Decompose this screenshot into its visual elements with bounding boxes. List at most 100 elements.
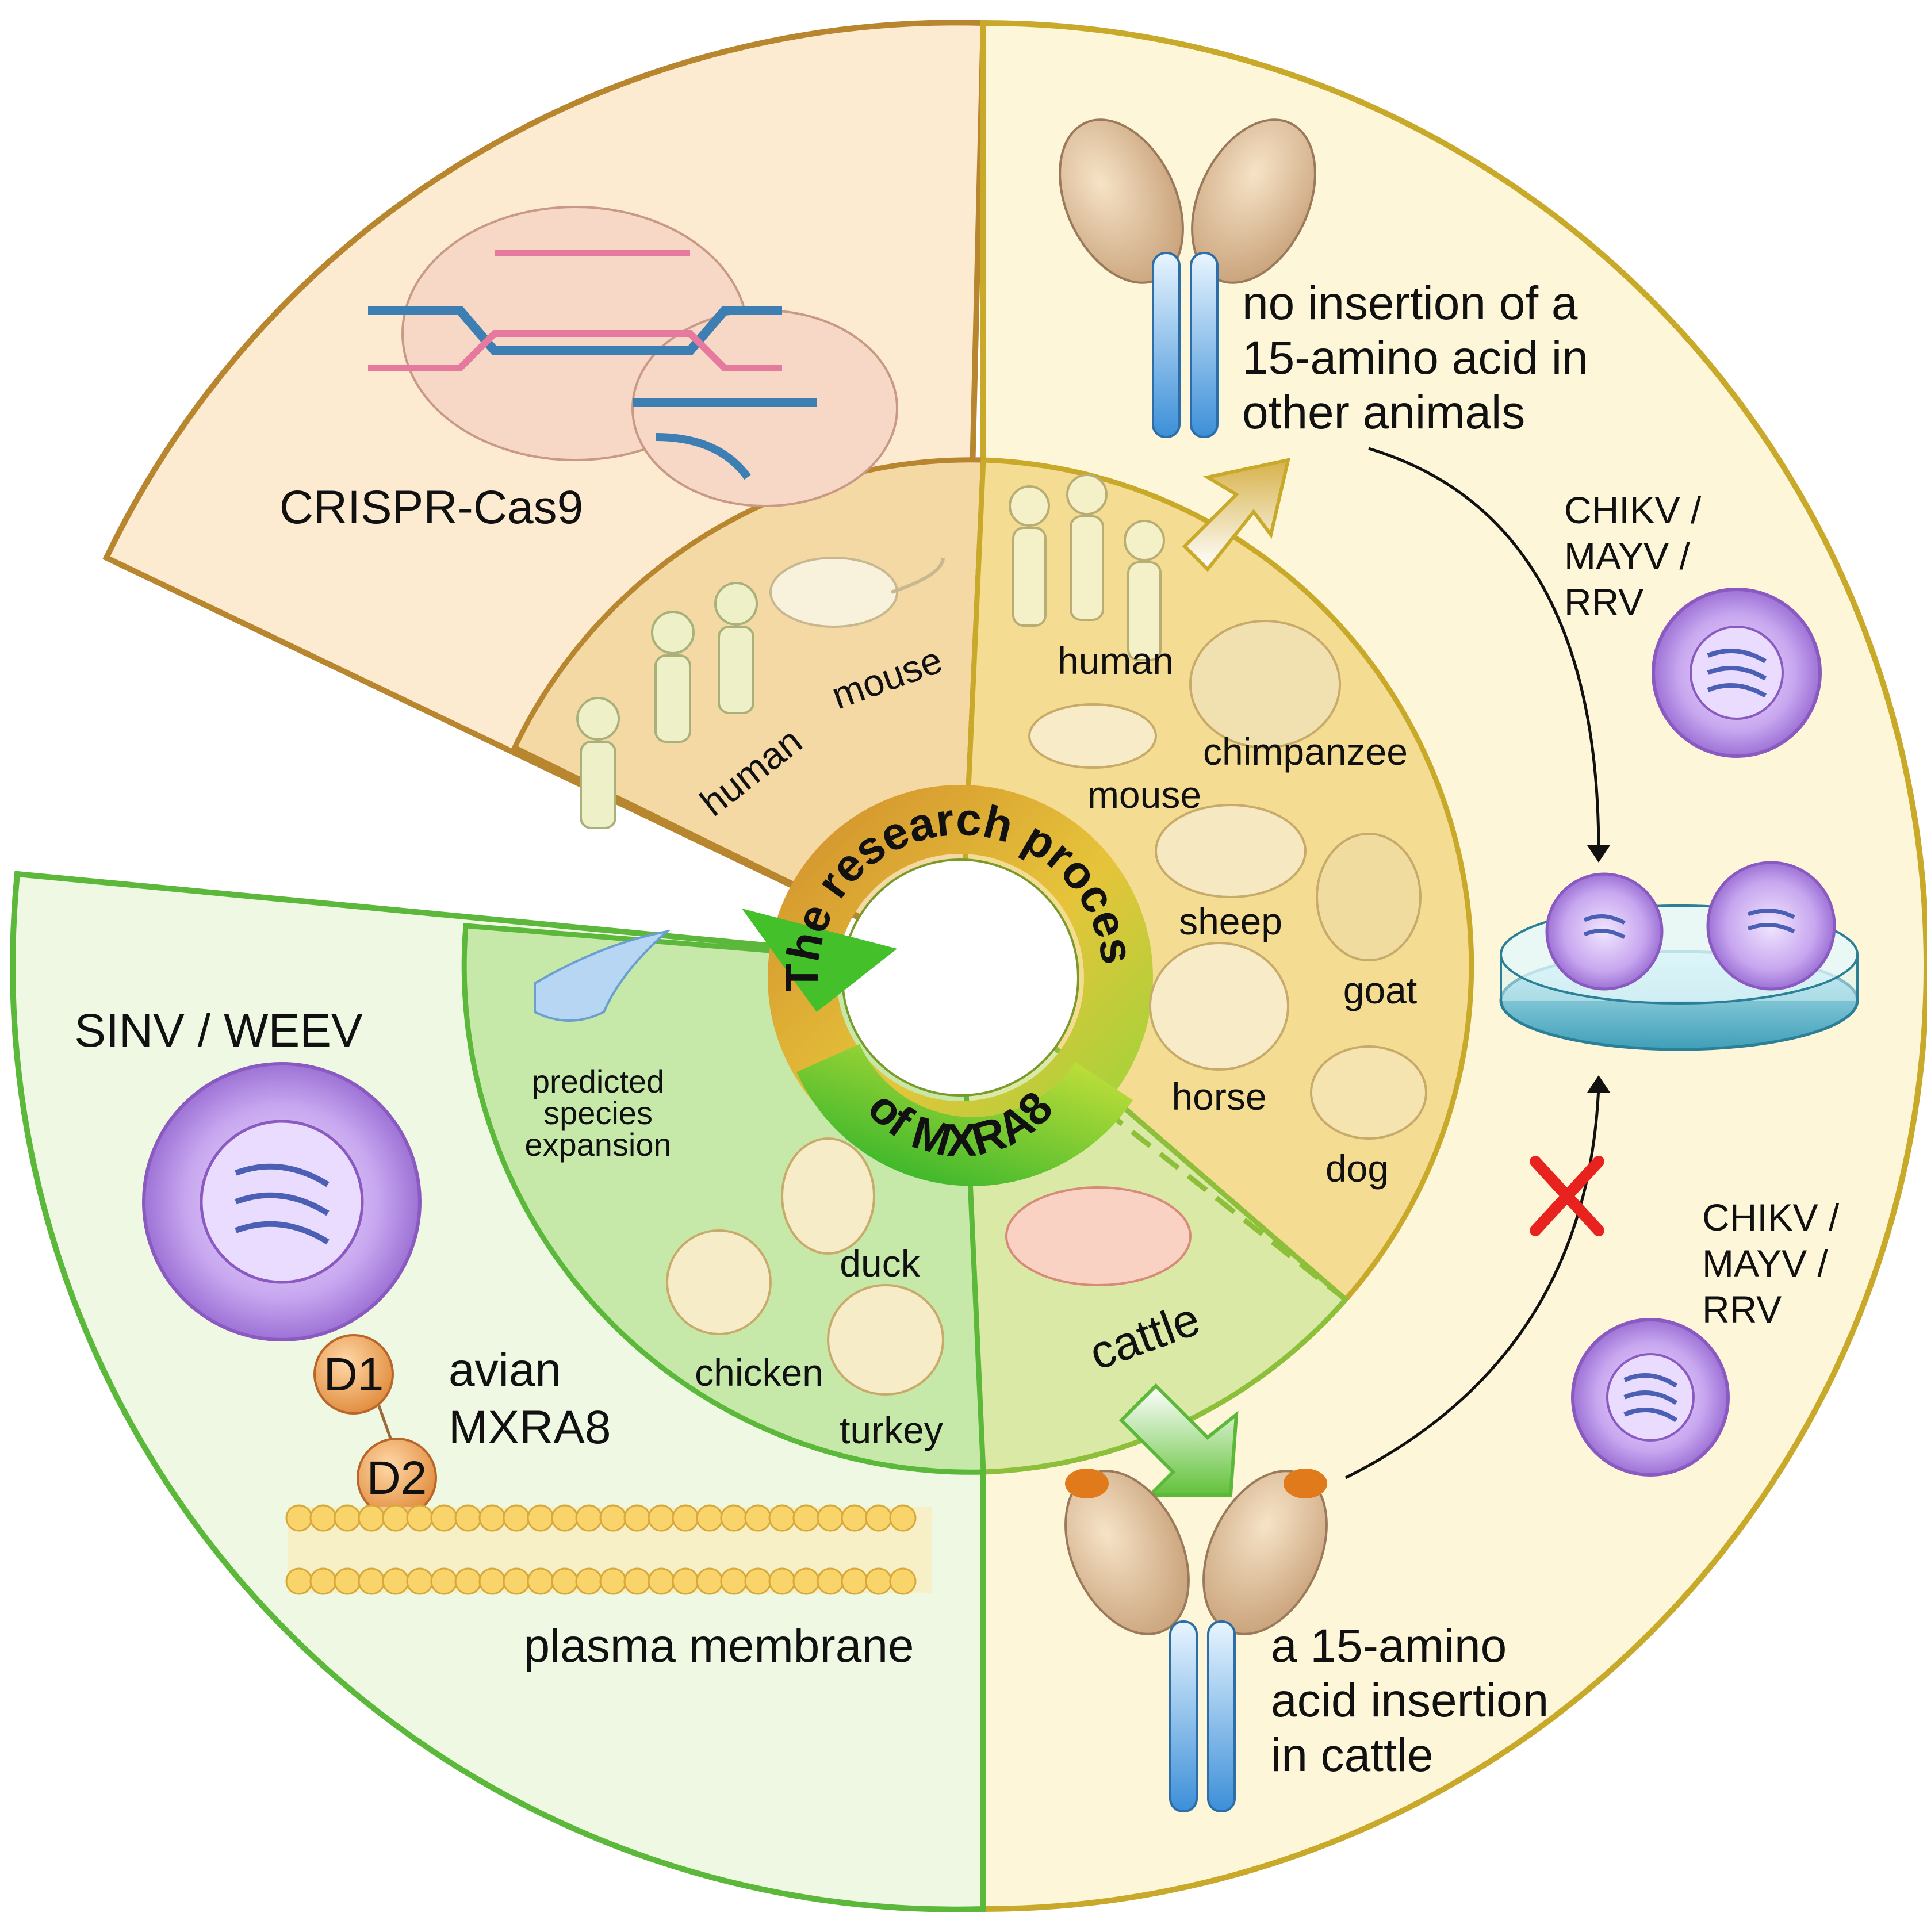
mouse-icon-right (1028, 703, 1157, 769)
turkey-label: turkey (840, 1409, 943, 1451)
avian-label-line1: avian (449, 1344, 561, 1396)
lipid-head-bottom (309, 1567, 337, 1595)
no-insertion-line1: no insertion of a (1242, 277, 1578, 329)
virus-label-bottom-line1: CHIKV / (1702, 1196, 1840, 1239)
lipid-head-top (623, 1504, 651, 1532)
lipid-head-bottom (623, 1567, 651, 1595)
virus-label-top-line2: MAYV / (1564, 535, 1690, 577)
lipid-head-bottom (720, 1567, 748, 1595)
red-cross-icon (1530, 1156, 1604, 1236)
lipid-head-bottom (285, 1567, 313, 1595)
lipid-head-top (817, 1504, 844, 1532)
lipid-head-bottom (430, 1567, 458, 1595)
virus-icon-dish-right (1706, 861, 1836, 991)
virus-label-top-line1: CHIKV / (1564, 489, 1702, 531)
up-arrow-icon (1182, 458, 1290, 572)
horse-icon (1149, 942, 1289, 1071)
lipid-head-top (503, 1504, 530, 1532)
curve-arrowhead-top (1587, 845, 1610, 862)
lipid-head-top (406, 1504, 434, 1532)
lipid-head-bottom (889, 1567, 917, 1595)
lipid-head-top (382, 1504, 409, 1532)
lipid-head-top (575, 1504, 603, 1532)
lipid-head-top (478, 1504, 506, 1532)
lipid-head-bottom (478, 1567, 506, 1595)
lipid-head-bottom (865, 1567, 892, 1595)
horse-label: horse (1171, 1075, 1266, 1118)
virus-label-top-line3: RRV (1564, 581, 1643, 623)
lipid-head-top (865, 1504, 892, 1532)
lipid-head-top (672, 1504, 699, 1532)
crispr-label: CRISPR-Cas9 (279, 481, 584, 534)
curve-arrow-to-dish (1368, 447, 1600, 852)
lipid-head-top (527, 1504, 554, 1532)
dog-icon (1310, 1045, 1427, 1140)
plasma-membrane-icon (285, 1504, 932, 1595)
lipid-head-top (768, 1504, 796, 1532)
blocked-curve-arrow (1344, 1086, 1600, 1479)
lipid-head-bottom (792, 1567, 820, 1595)
virus-icon-top (1652, 588, 1822, 758)
insertion-line3: in cattle (1271, 1729, 1434, 1781)
lipid-head-bottom (358, 1567, 385, 1595)
predicted-label-line1: predicted (532, 1063, 664, 1099)
duck-icon (781, 1137, 875, 1255)
lipid-head-top (841, 1504, 868, 1532)
lipid-head-top (792, 1504, 820, 1532)
lipid-head-bottom (744, 1567, 772, 1595)
lipid-head-top (648, 1504, 675, 1532)
lipid-head-bottom (382, 1567, 409, 1595)
plasma-membrane-label: plasma membrane (523, 1620, 914, 1672)
insertion-line2: acid insertion (1271, 1674, 1549, 1727)
turkey-icon (827, 1284, 944, 1396)
lipid-head-top (551, 1504, 579, 1532)
lipid-head-top (744, 1504, 772, 1532)
antibody-icon-top (1059, 118, 1316, 438)
predicted-label-line2: species (543, 1095, 653, 1131)
chicken-label: chicken (695, 1351, 823, 1394)
ring-hole (841, 858, 1079, 1097)
lipid-head-top (720, 1504, 748, 1532)
cattle-divider (1102, 1107, 1347, 1302)
d2-label: D2 (367, 1452, 427, 1504)
no-insertion-line3: other animals (1242, 386, 1525, 439)
human-icon-right (1009, 474, 1165, 661)
lipid-head-top (599, 1504, 627, 1532)
crispr-cas9-icon (368, 206, 898, 507)
d1-domain: D1 (313, 1334, 394, 1414)
lipid-head-bottom (575, 1567, 603, 1595)
lipid-head-top (454, 1504, 482, 1532)
d1-label: D1 (324, 1348, 384, 1401)
chicken-icon (666, 1229, 772, 1335)
sheep-icon (1155, 804, 1307, 898)
lipid-head-bottom (672, 1567, 699, 1595)
dog-label: dog (1325, 1147, 1389, 1190)
insertion-line1: a 15-amino (1271, 1620, 1507, 1672)
ring-bottom-arc (796, 1043, 1133, 1186)
lipid-head-top (309, 1504, 337, 1532)
lipid-head-bottom (527, 1567, 554, 1595)
lipid-head-bottom (454, 1567, 482, 1595)
lipid-head-bottom (406, 1567, 434, 1595)
lipid-head-top (334, 1504, 361, 1532)
avian-label-line2: MXRA8 (449, 1401, 611, 1454)
ring-arrowhead (742, 908, 897, 1012)
lipid-head-top (889, 1504, 917, 1532)
human-icon-early (576, 582, 758, 829)
lipid-head-top (430, 1504, 458, 1532)
d2-domain: D2 (357, 1438, 437, 1518)
lipid-head-top (696, 1504, 723, 1532)
human-label-right: human (1058, 639, 1174, 682)
mouse-icon-early (769, 557, 945, 628)
goat-icon (1316, 833, 1422, 961)
chimpanzee-icon (1189, 620, 1341, 749)
lipid-head-bottom (817, 1567, 844, 1595)
virus-icon-left (142, 1062, 422, 1341)
virus-icon-dish-left (1545, 872, 1664, 991)
lipid-head-bottom (599, 1567, 627, 1595)
down-arrow-icon (1118, 1383, 1239, 1497)
lipid-head-bottom (551, 1567, 579, 1595)
crocodile-icon (534, 929, 671, 1022)
lipid-head-bottom (334, 1567, 361, 1595)
blocked-arrowhead (1587, 1075, 1610, 1092)
